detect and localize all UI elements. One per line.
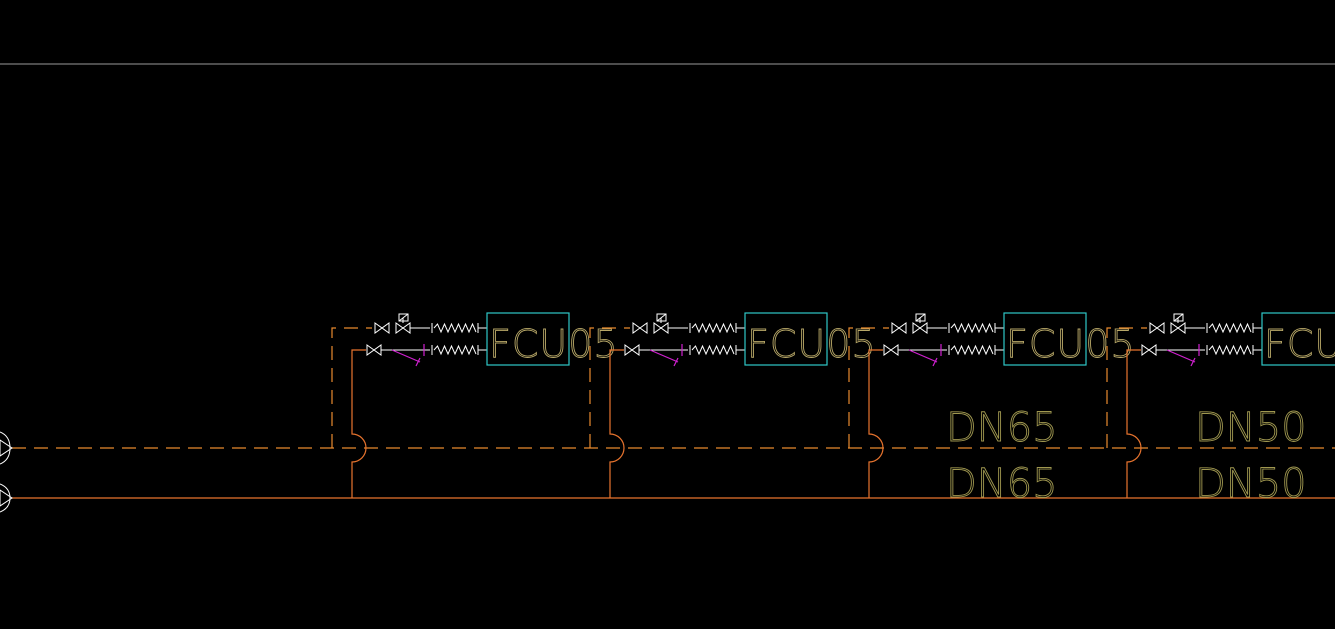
supply-riser-pipe[interactable]: [1106, 327, 1147, 448]
header-end-valve-icon: [0, 431, 13, 513]
pipe-size-supply-label-2[interactable]: DN50: [1195, 405, 1308, 452]
fcu-branch-1: FCU05: [331, 312, 619, 498]
return-riser-pipe[interactable]: [351, 349, 367, 498]
fcu-unit-label: FCU05: [489, 322, 619, 366]
gate-valve-icon[interactable]: [632, 322, 648, 334]
two-way-control-valve-icon[interactable]: [395, 313, 411, 334]
pipe-size-return-label-2[interactable]: DN50: [1195, 461, 1308, 508]
fcu-branch-4: FCU05: [1106, 312, 1335, 498]
flexible-connector-icon[interactable]: [1206, 344, 1254, 356]
fcu-unit-box[interactable]: [1261, 312, 1335, 366]
temperature-sensor-icon[interactable]: [391, 344, 425, 367]
fcu-unit-box[interactable]: [1003, 312, 1087, 366]
fcu-branch-2: FCU05: [589, 312, 877, 498]
flexible-connector-icon[interactable]: [1206, 322, 1254, 334]
return-riser-pipe[interactable]: [609, 349, 625, 498]
fcu-branch-3: FCU05: [848, 312, 1136, 498]
gate-valve-icon[interactable]: [1149, 322, 1165, 334]
two-way-control-valve-icon[interactable]: [1170, 313, 1186, 334]
gate-valve-icon[interactable]: [891, 322, 907, 334]
fcu-unit-label: FCU05: [1264, 322, 1335, 366]
flexible-connector-icon[interactable]: [948, 322, 996, 334]
gate-valve-icon[interactable]: [883, 344, 899, 356]
temperature-sensor-icon[interactable]: [908, 344, 942, 367]
fcu-unit-label: FCU05: [747, 322, 877, 366]
fcu-unit-box[interactable]: [486, 312, 570, 366]
gate-valve-icon[interactable]: [624, 344, 640, 356]
pipe-size-supply-label-1[interactable]: DN65: [946, 405, 1059, 452]
supply-riser-pipe[interactable]: [589, 327, 630, 448]
two-way-control-valve-icon[interactable]: [912, 313, 928, 334]
gate-valve-icon[interactable]: [1141, 344, 1157, 356]
fcu-branch-group: FCU05 FCU05 FCU05 FCU05: [331, 312, 1335, 498]
temperature-sensor-icon[interactable]: [1166, 344, 1200, 367]
gate-valve-icon[interactable]: [374, 322, 390, 334]
flexible-connector-icon[interactable]: [689, 344, 737, 356]
flexible-connector-icon[interactable]: [689, 322, 737, 334]
fcu-unit-box[interactable]: [744, 312, 828, 366]
supply-riser-pipe[interactable]: [848, 327, 889, 448]
two-way-control-valve-icon[interactable]: [653, 313, 669, 334]
return-riser-pipe[interactable]: [868, 349, 884, 498]
flexible-connector-icon[interactable]: [431, 322, 479, 334]
return-riser-pipe[interactable]: [1126, 349, 1142, 498]
pipe-size-return-label-1[interactable]: DN65: [946, 461, 1059, 508]
gate-valve-icon[interactable]: [366, 344, 382, 356]
flexible-connector-icon[interactable]: [948, 344, 996, 356]
temperature-sensor-icon[interactable]: [649, 344, 683, 367]
supply-riser-pipe[interactable]: [331, 327, 372, 448]
flexible-connector-icon[interactable]: [431, 344, 479, 356]
fcu-unit-label: FCU05: [1006, 322, 1136, 366]
